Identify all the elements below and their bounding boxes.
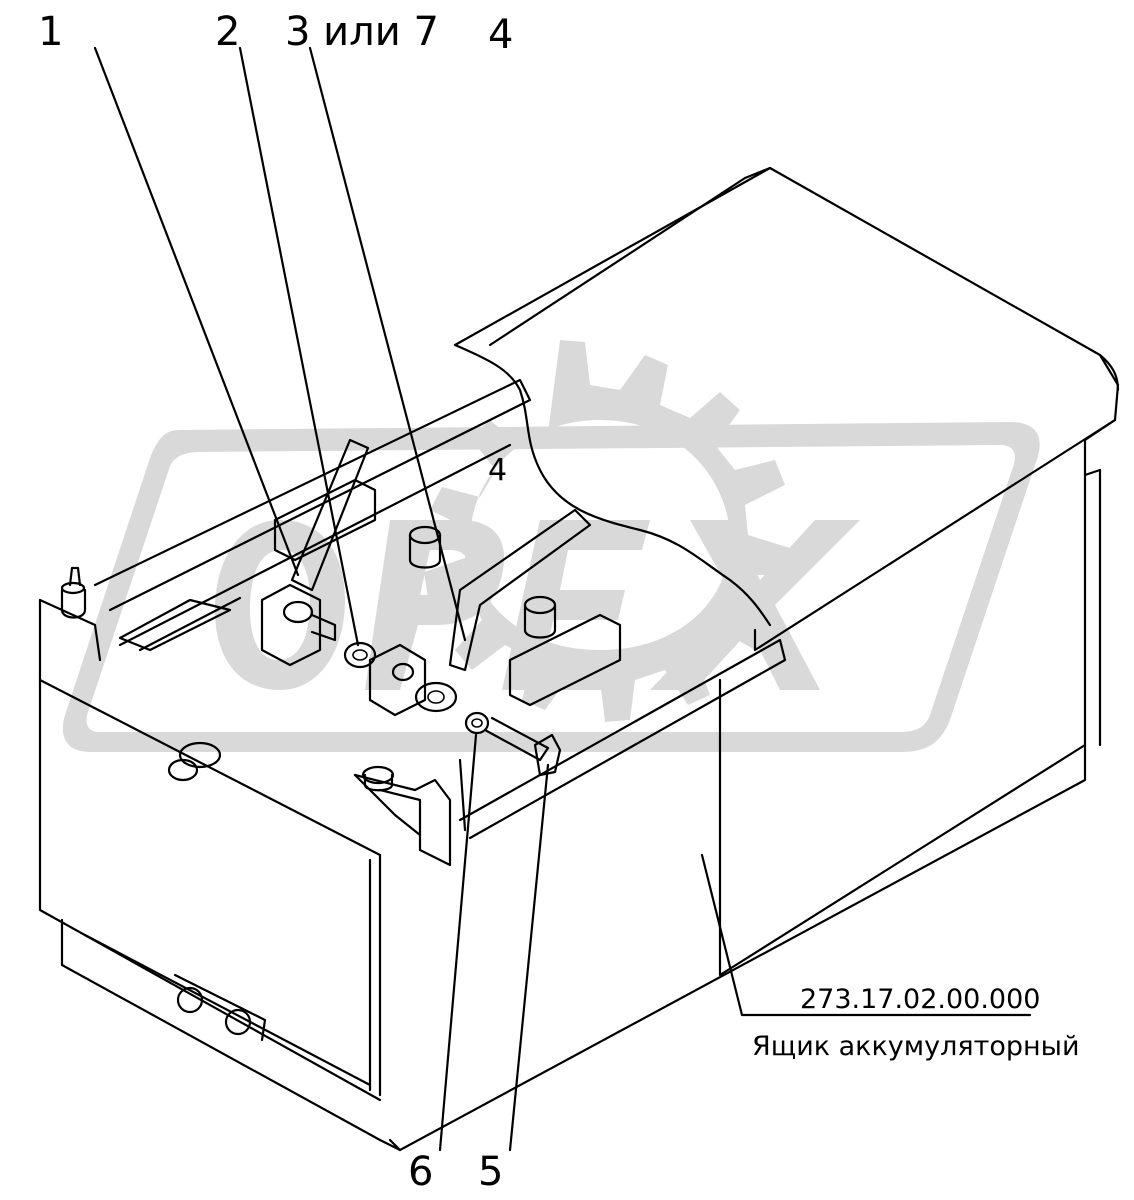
callout-2: 2 <box>215 9 240 55</box>
leader-lines <box>93 46 1032 1152</box>
watermark-oval <box>62 422 1040 752</box>
callout-4-body: 4 <box>488 453 507 488</box>
callout-1: 1 <box>38 9 63 55</box>
part-caption: 273.17.02.00.000 Ящик аккумуляторный <box>752 984 1080 1062</box>
leader-line-6 <box>438 733 478 1152</box>
part-number: 273.17.02.00.000 <box>800 984 1040 1015</box>
callout-3-or-7: 3 или 7 <box>285 9 439 55</box>
callout-labels: 1 2 3 или 7 4 4 6 5 <box>38 9 513 1195</box>
leader-line-caption <box>700 853 1032 1017</box>
leader-line-5 <box>508 763 550 1152</box>
leader-line-3 <box>308 46 467 642</box>
battery-box <box>38 166 1120 1152</box>
watermark-logo <box>62 340 1040 752</box>
part-name: Ящик аккумуляторный <box>752 1031 1080 1062</box>
callout-6: 6 <box>408 1149 433 1195</box>
callout-5: 5 <box>478 1149 503 1195</box>
leader-line-2 <box>238 46 360 647</box>
leader-line-1 <box>93 46 300 577</box>
callout-4: 4 <box>488 12 513 58</box>
